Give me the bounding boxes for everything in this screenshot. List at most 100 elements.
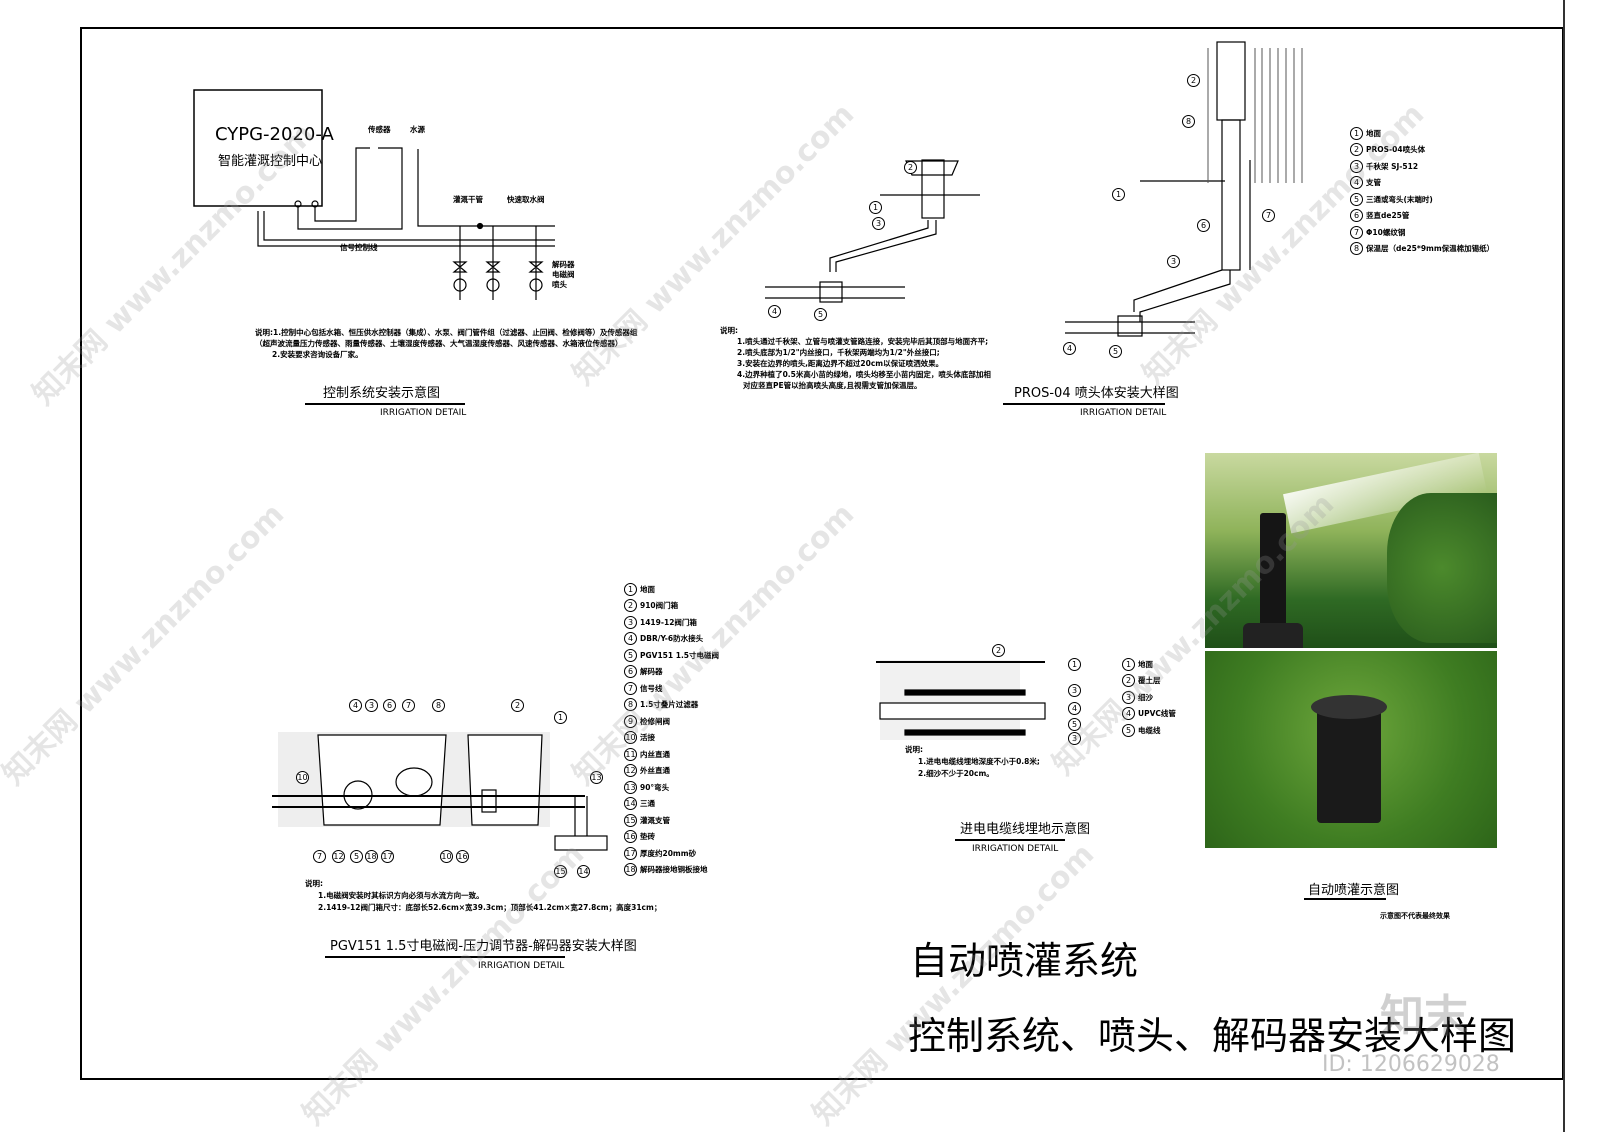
valve-subtitle: IRRIGATION DETAIL — [478, 961, 565, 971]
label-solenoid: 电磁阀 — [552, 270, 575, 279]
legend-number: 4 — [1122, 707, 1135, 721]
control-subtitle: IRRIGATION DETAIL — [380, 408, 467, 418]
legend-number: 13 — [624, 780, 637, 794]
sprinkler-photo-closed — [1205, 651, 1497, 848]
sprinkler-photo-spraying — [1205, 453, 1497, 648]
legend-label: 地面 — [1138, 659, 1153, 669]
label-main-pipe: 灌溉干管 — [453, 195, 483, 204]
legend-number: 3 — [1350, 159, 1363, 173]
watermark-id: ID: 1206629028 — [1322, 1052, 1500, 1077]
watermark-logo: 知末 — [1380, 991, 1468, 1042]
callout-number: 3 — [872, 217, 885, 230]
control-title: 控制系统安装示意图 — [323, 386, 441, 401]
legend-number: 10 — [624, 731, 637, 745]
callout-number: 8 — [432, 699, 445, 712]
legend-label: 外丝直通 — [640, 766, 670, 776]
callout-number: 1 — [869, 201, 882, 214]
label-sensor: 传感器 — [368, 125, 391, 134]
pros04-subtitle: IRRIGATION DETAIL — [1080, 408, 1167, 418]
label-signal-line: 信号控制线 — [340, 243, 378, 252]
callout-number: 2 — [992, 644, 1005, 657]
callout-number: 4 — [1068, 702, 1081, 715]
control-note-1: 说明:1.控制中心包括水箱、恒压供水控制器（集成）、水泵、阀门管件组（过滤器、止… — [255, 328, 638, 337]
callout-number: 7 — [1262, 209, 1275, 222]
callout-number: 8 — [1182, 115, 1195, 128]
legend-label: 三通或弯头(末端时) — [1366, 194, 1433, 204]
callout-number: 2 — [904, 161, 917, 174]
legend-label: 地面 — [1366, 128, 1381, 138]
legend-label: 三通 — [640, 799, 655, 809]
callout-number: 6 — [1197, 219, 1210, 232]
callout-number: 6 — [383, 699, 396, 712]
legend-label: 内丝直通 — [640, 749, 670, 759]
legend-label: 90°弯头 — [640, 782, 670, 792]
label-quick-valve: 快速取水阀 — [507, 195, 545, 204]
title-underline — [325, 956, 565, 958]
legend-label: 千秋架 SJ-512 — [1366, 161, 1419, 171]
sheet-title-line1: 自动喷灌系统 — [910, 939, 1139, 983]
callout-number: 2 — [1187, 74, 1200, 87]
sprinkler-note-3: 3.安装在边界的喷头,距离边界不超过20cm以保证喷洒效果。 — [737, 359, 944, 368]
legend-number: 14 — [624, 797, 637, 811]
cable-title: 进电电缆线埋地示意图 — [960, 822, 1091, 837]
sprinkler-note-5: 对应竖直PE管以抬高喷头高度,且视需支管加保温层。 — [743, 381, 922, 390]
sprinkler-small-diagram — [765, 159, 980, 303]
legend-number: 5 — [624, 648, 637, 662]
legend-number: 3 — [1122, 690, 1135, 704]
legend-label: 解码器 — [640, 667, 663, 677]
photo-note: 示意图不代表最终效果 — [1380, 912, 1450, 920]
legend-label: 地面 — [640, 584, 655, 594]
legend-number: 16 — [624, 830, 637, 844]
label-nozzle: 喷头 — [552, 280, 567, 289]
callout-number: 5 — [1109, 345, 1122, 358]
legend-label: 垫砖 — [640, 832, 655, 842]
cable-diagram — [876, 660, 1046, 740]
legend-label: 1.5寸叠片过滤器 — [640, 700, 699, 710]
callout-number: 16 — [456, 850, 469, 863]
cable-note-0: 说明: — [905, 745, 923, 754]
callout-number: 3 — [1068, 684, 1081, 697]
callout-number: 18 — [365, 850, 378, 863]
control-note-2: （超声波流量压力传感器、雨量传感器、土壤湿度传感器、大气温湿度传感器、风速传感器… — [255, 339, 623, 348]
callout-number: 1 — [554, 711, 567, 724]
sprinkler-note-0: 说明: — [720, 326, 738, 335]
legend-label: 保温层（de25*9mm保温棉加锡纸） — [1366, 244, 1495, 254]
callout-number: 5 — [1068, 718, 1081, 731]
photo-title: 自动喷灌示意图 — [1308, 883, 1400, 898]
legend-number: 7 — [1350, 225, 1363, 239]
label-water-source: 水源 — [410, 125, 425, 134]
legend-label: 厚度约20mm砂 — [640, 848, 697, 858]
callout-number: 1 — [1068, 658, 1081, 671]
legend-label: 活接 — [640, 733, 655, 743]
legend-number: 3 — [624, 615, 637, 629]
callout-number: 5 — [350, 850, 363, 863]
label-decoder: 解码器 — [552, 260, 575, 269]
callout-number: 17 — [381, 850, 394, 863]
legend-number: 4 — [1350, 176, 1363, 190]
callout-number: 14 — [577, 865, 590, 878]
legend-number: 5 — [1122, 723, 1135, 737]
legend-number: 2 — [1350, 143, 1363, 157]
callout-number: 3 — [1167, 255, 1180, 268]
sprinkler-note-4: 4.边界种植了0.5米高小苗的绿地，喷头均移至小苗内固定，喷头体底部加相 — [737, 370, 991, 379]
legend-number: 6 — [624, 665, 637, 679]
callout-number: 2 — [511, 699, 524, 712]
